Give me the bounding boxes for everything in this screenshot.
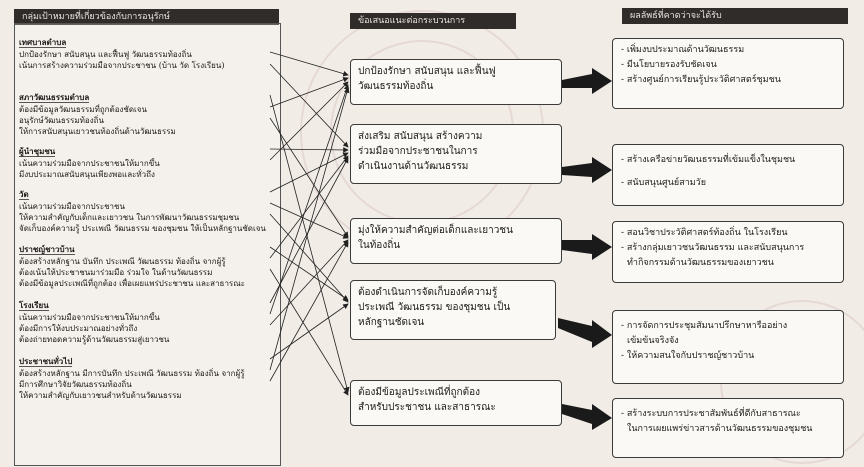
process-box-preserve: ปกป้องรักษา สนับสนุน และฟื้นฟู วัฒนธรรมท… [350, 59, 562, 105]
result-box-seminar: - การจัดการประชุมสัมนาปรึกษาหารืออย่าง เ… [612, 310, 844, 384]
connector-line [269, 241, 349, 382]
box-line: ร่วมมือจากประชาชนในการ [358, 146, 478, 157]
right-header: ผลลัพธ์ที่คาดว่าจะได้รับ [622, 8, 848, 24]
group-item: จัดเก็บองค์ความรู้ ประเพณี วัฒนธรรม ของช… [19, 224, 266, 233]
connector-line [269, 77, 349, 108]
connector-line [269, 94, 350, 393]
connector-line [269, 155, 349, 259]
result-item: ทำกิจกรรมด้านวัฒนธรรมของเยาวชน [627, 258, 774, 268]
connector-line [269, 81, 349, 161]
block-arrow [562, 157, 612, 183]
box-line: ปกป้องรักษา สนับสนุน และฟื้นฟู [358, 66, 496, 77]
group-culture-council: สภาวัฒนธรรมตำบล ต้องมีข้อมูลวัฒนธรรมที่ถ… [19, 85, 276, 137]
connector-line [269, 239, 349, 326]
block-arrow [562, 234, 612, 260]
result-item: ในการเผยแพร่ข่าวสารด้านวัฒนธรรมของชุมชน [627, 424, 813, 434]
group-item: มีการศึกษาวิจัยวัฒนธรรมท้องถิ่น [19, 380, 132, 389]
box-line: มุ่งให้ความสำคัญต่อเด็กและเยาวชน [358, 225, 513, 236]
group-local-sage: ปราชญ์ชาวบ้าน ต้องสร้างหลักฐาน บันทึก ปร… [19, 237, 276, 289]
group-item: ต้องสร้างหลักฐาน มีการบันทึก ประเพณี วัฒ… [19, 369, 245, 378]
group-header: วัด [19, 189, 29, 200]
connector-line [269, 51, 349, 77]
group-school: โรงเรียน เน้นความร่วมมือจากประชาชนให้มาก… [19, 293, 276, 345]
block-arrow [558, 318, 612, 348]
group-header: โรงเรียน [19, 300, 49, 311]
result-item: - สร้างระบบการประชาสัมพันธ์ที่ดีกับสาธาร… [621, 409, 801, 419]
box-line: ประเพณี วัฒนธรรม ของชุมชน เป็น [358, 302, 511, 313]
connector-line [269, 63, 349, 148]
group-community-leader: ผู้นำชุมชน เน้นความร่วมมือจากประชาชนให้ม… [19, 139, 276, 180]
group-item: ให้ความสำคัญกับเด็กและเยาวชน ในการพัฒนาว… [19, 213, 240, 222]
connector-line [269, 84, 350, 315]
group-item: มีงบประมาณสนับสนุนเพียงพอและทั่วถึง [19, 170, 155, 179]
block-arrow [562, 404, 612, 430]
process-box-knowledge: ต้องดำเนินการจัดเก็บองค์ความรู้ ประเพณี … [350, 280, 556, 340]
group-item: เน้นความร่วมมือจากประชาชน [19, 202, 125, 211]
connector-line [269, 117, 349, 238]
group-item: ต้องมีข้อมูลวัฒนธรรมที่ถูกต้องชัดเจน [19, 105, 147, 114]
result-item: - สร้างเครือข่ายวัฒนธรรมที่เข้มแข็งในชุม… [621, 155, 796, 165]
result-box-network: - สร้างเครือข่ายวัฒนธรรมที่เข้มแข็งในชุม… [612, 144, 844, 206]
group-item: อนุรักษ์วัฒนธรรมท้องถิ่น [19, 116, 104, 125]
left-header: กลุ่มเป้าหมายที่เกี่ยวข้องกับการอนุรักษ์ [14, 9, 279, 25]
group-temple: วัด เน้นความร่วมมือจากประชาชน ให้ความสำค… [19, 182, 276, 234]
connector-line [269, 246, 349, 301]
connector-line [269, 213, 349, 303]
block-arrow [562, 68, 612, 94]
process-box-participation: ส่งเสริม สนับสนุน สร้างความ ร่วมมือจากปร… [350, 124, 562, 184]
connector-line [269, 268, 349, 396]
box-line: ต้องมีข้อมูลประเพณีที่ถูกต้อง [358, 387, 480, 398]
connector-line [269, 152, 349, 193]
result-item: - มีนโยบายรองรับชัดเจน [621, 60, 717, 70]
group-general-public: ประชาชนทั่วไป ต้องสร้างหลักฐาน มีการบันท… [19, 349, 276, 401]
connector-line [269, 303, 349, 360]
group-item: ปกป้องรักษา สนับสนุน และฟื้นฟู วัฒนธรรมท… [19, 50, 192, 59]
process-box-public-info: ต้องมีข้อมูลประเพณีที่ถูกต้อง สำหรับประช… [350, 380, 562, 426]
connector-line [269, 87, 350, 371]
group-municipality: เทศบาลตำบล ปกป้องรักษา สนับสนุน และฟื้นฟ… [19, 30, 276, 71]
connector-line [269, 202, 349, 239]
box-line: ในท้องถิ่น [358, 240, 401, 251]
group-header: เทศบาลตำบล [19, 37, 67, 48]
result-item: - สนับสนุนศูนย์สามวัย [621, 178, 707, 188]
group-item: ต้องถ่ายทอดความรู้ด้านวัฒนธรรมสู่เยาวชน [19, 335, 170, 344]
result-item: - ให้ความสนใจกับปราชญ์ชาวบ้าน [621, 351, 755, 361]
box-line: ต้องดำเนินการจัดเก็บองค์ความรู้ [358, 287, 498, 298]
result-item: เข้มข้นจริงจัง [627, 336, 679, 346]
box-line: หลักฐานชัดเจน [358, 317, 425, 328]
group-header: ปราชญ์ชาวบ้าน [19, 244, 75, 255]
process-box-youth: มุ่งให้ความสำคัญต่อเด็กและเยาวชน ในท้องถ… [350, 218, 562, 264]
group-item: ให้ความสำคัญกับเยาวชนสำหรับด้านวัฒนธรรม [19, 391, 182, 400]
group-item: ต้องสร้างหลักฐาน บันทึก ประเพณี วัฒนธรรม… [19, 257, 226, 266]
middle-header: ข้อเสนอแนะต่อกระบวนการ [350, 13, 516, 29]
result-box-teaching: - สอนวิชาประวัติศาสตร์ท้องถิ่น ในโรงเรีย… [612, 221, 844, 283]
box-line: ดำเนินงานด้านวัฒนธรรม [358, 161, 469, 172]
stakeholder-panel: เทศบาลตำบล ปกป้องรักษา สนับสนุน และฟื้นฟ… [14, 23, 281, 466]
box-line: สำหรับประชาชน และสาธารณะ [358, 402, 496, 413]
result-item: - สอนวิชาประวัติศาสตร์ท้องถิ่น ในโรงเรีย… [621, 228, 788, 238]
group-item: ต้องมีข้อมูลประเพณีที่ถูกต้อง เพื่อเผยแพ… [19, 279, 245, 288]
group-header: ประชาชนทั่วไป [19, 356, 73, 367]
group-item: เน้นความร่วมมือจากประชาชนให้มากขึ้น [19, 313, 160, 322]
connector-line [269, 147, 349, 153]
group-header: สภาวัฒนธรรมตำบล [19, 92, 90, 103]
result-item: - การจัดการประชุมสัมนาปรึกษาหารืออย่าง [621, 321, 788, 331]
box-line: วัฒนธรรมท้องถิ่น [358, 81, 434, 92]
group-header: ผู้นำชุมชน [19, 146, 56, 157]
group-item: ต้องเน้นให้ประชาชนมาร่วมมือ ร่วมใจ ในด้า… [19, 268, 213, 277]
group-item: ต้องมีการให้งบประมาณอย่างทั่วถึง [19, 324, 138, 333]
result-box-pr: - สร้างระบบการประชาสัมพันธ์ที่ดีกับสาธาร… [612, 398, 844, 458]
group-item: เน้นความร่วมมือจากประชาชนให้มากขึ้น [19, 159, 160, 168]
group-item: ให้การสนับสนุนเยาวชนท้องถิ่นด้านวัฒนธรรม [19, 127, 176, 136]
group-item: เน้นการสร้างความร่วมมือจากประชาชน (บ้าน … [19, 61, 225, 70]
result-item: - สร้างกลุ่มเยาวชนวัฒนธรรม และสนับสนุนกา… [621, 243, 805, 253]
result-item: - เพิ่มงบประมาณด้านวัฒนธรรม [621, 45, 745, 55]
box-line: ส่งเสริม สนับสนุน สร้างความ [358, 131, 483, 142]
result-item: - สร้างศูนย์การเรียนรู้ประวัติศาสตร์ชุมช… [621, 75, 781, 85]
result-box-budget: - เพิ่มงบประมาณด้านวัฒนธรรม - มีนโยบายรอ… [612, 38, 844, 109]
